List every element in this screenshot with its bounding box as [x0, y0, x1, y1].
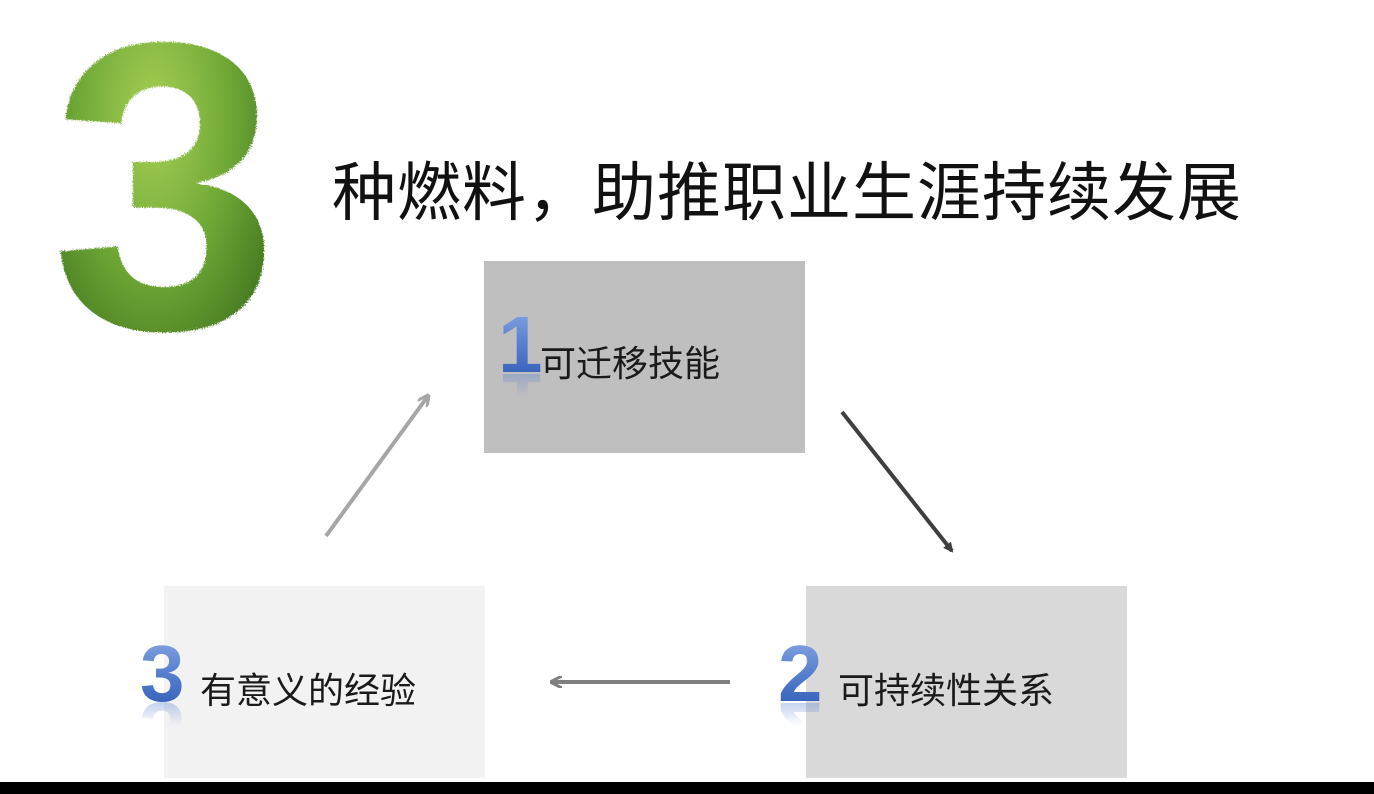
bottom-bar — [0, 782, 1374, 794]
item-label-1: 可迁移技能 — [540, 344, 721, 385]
arrow-3-to-1 — [324, 396, 428, 538]
arrow-1-to-2 — [840, 410, 954, 553]
grass-number-3-icon: 3 — [51, 10, 279, 350]
item-number-3-reflection: 3 — [140, 686, 185, 775]
item-label-2: 可持续性关系 — [838, 671, 1055, 712]
item-number-2-reflection: 2 — [778, 686, 823, 775]
svg-text:3: 3 — [51, 10, 279, 350]
item-number-2: 2 — [778, 629, 823, 718]
item-box-2: 2 2 可持续性关系 — [778, 586, 1127, 778]
item-number-3: 3 — [140, 629, 185, 718]
item-box-3: 3 3 有意义的经验 — [140, 586, 485, 778]
item-number-1-reflection: 1 — [498, 357, 543, 446]
item-label-3: 有意义的经验 — [200, 671, 417, 712]
item-box-1: 1 1 可迁移技能 — [484, 261, 805, 453]
item-number-1: 1 — [498, 300, 543, 389]
page-title: 种燃料，助推职业生涯持续发展 — [332, 157, 1242, 231]
